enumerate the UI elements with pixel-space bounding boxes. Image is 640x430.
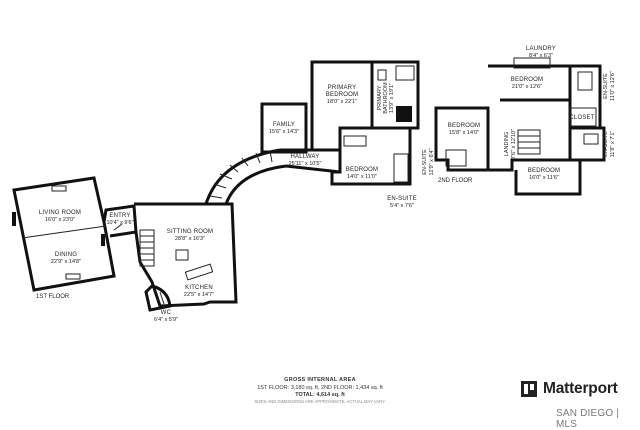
bedroom-c-label: BEDROOM (511, 77, 543, 83)
ensuite-c-dim: 11'0" x 12'6" (610, 71, 616, 101)
ensuite-b-dim: 12'9" x 6'4" (429, 148, 435, 175)
sitting-room-label: SITTING ROOM (167, 229, 213, 235)
ensuite-b-label-group: EN-SUITE 12'9" x 6'4" (422, 148, 435, 175)
bedroom-c-dim: 21'0" x 12'6" (512, 84, 542, 90)
living-dining-divider (21, 225, 107, 239)
kitchen-dim: 22'5" x 14'7" (184, 292, 214, 298)
dining-label: DINING (55, 252, 77, 258)
primary-suite-walls (310, 60, 374, 152)
bedroom-d-label: BEDROOM (528, 168, 560, 174)
bedroom-d-dim: 16'0" x 11'6" (529, 175, 559, 181)
ensuite-b-box (445, 149, 467, 167)
primary-bath-label-2: BATHROOM (383, 82, 389, 114)
laundry-dim: 8'4" x 6'3" (529, 53, 553, 59)
area-disclaimer: SIZES AND DIMENSIONS ARE APPROXIMATE, AC… (254, 399, 386, 404)
gallery-inner-wall (224, 164, 287, 205)
landing-label: LANDING (504, 132, 510, 156)
closet-box (569, 107, 597, 127)
bedroom-a-dim: 14'0" x 11'0" (347, 174, 377, 180)
ensuite-d-label: EN-SUITE (603, 131, 609, 157)
ensuite-d-dim: 11'8" x 7'1" (610, 131, 616, 158)
primary-bath-label-group: PRIMARY BATHROOM 13'9" x 19'1" (377, 82, 395, 114)
vanity-d (583, 133, 599, 145)
ensuite-d-walls (570, 126, 606, 162)
kitchen-island (184, 263, 214, 281)
primary-bedroom-dim: 18'0" x 22'1" (327, 99, 357, 105)
laundry-box (513, 57, 551, 69)
primary-bath-label-1: PRIMARY (377, 85, 383, 110)
family-label: FAMILY (273, 122, 295, 128)
ensuite-c-label-group: EN-SUITE 11'0" x 12'6" (603, 71, 616, 101)
living-room-label: LIVING ROOM (39, 210, 81, 216)
sitting-kitchen-walls (134, 202, 238, 308)
hallway-walls (280, 148, 342, 174)
area-floors: 1ST FLOOR: 3,180 sq. ft, 2ND FLOOR: 1,43… (257, 385, 383, 391)
tub (395, 65, 415, 81)
wc-dim: 6'4" x 5'9" (154, 317, 178, 323)
family-dim: 15'6" x 14'3" (269, 129, 299, 135)
entry-walls (102, 204, 138, 238)
shower-c (577, 71, 593, 91)
stair-b (343, 135, 367, 147)
matterport-name: Matterport (543, 380, 618, 397)
dining-dim: 22'9" x 14'8" (51, 259, 81, 265)
ensuite-c-label: EN-SUITE (603, 73, 609, 99)
entry-dim: 10'4" x 9'6" (106, 220, 133, 226)
shower-block (396, 106, 412, 122)
living-room-dim: 16'0" x 23'0" (45, 217, 75, 223)
mls-mark: SAN DIEGO | MLS (556, 408, 620, 430)
area-heading: GROSS INTERNAL AREA (284, 377, 356, 383)
wc-walls (144, 284, 172, 312)
sitting-room-dim: 28'8" x 16'3" (175, 236, 205, 242)
living-dining-walls (12, 176, 116, 292)
ensuite-a-label: EN-SUITE (387, 196, 417, 202)
first-floor (12, 60, 420, 312)
hallway-dim: 25'11" x 10'5" (289, 161, 322, 167)
landing-dim: 7'6" x 12'10" (511, 129, 517, 159)
laundry-label: LAUNDRY (526, 46, 556, 52)
room-labels: LIVING ROOM 16'0" x 23'0" DINING 22'9" x… (36, 46, 616, 323)
buffet (65, 273, 81, 280)
second-floor (434, 57, 606, 196)
window-right (101, 234, 105, 246)
second-floor-label: 2ND FLOOR (438, 178, 473, 184)
bedroom-b-dim: 15'8" x 14'0" (449, 130, 479, 136)
fireplace (51, 185, 67, 192)
kitchen-label: KITCHEN (185, 285, 213, 291)
vanity (377, 69, 387, 81)
first-floor-label: 1ST FLOOR (36, 294, 70, 300)
primary-bedroom-label-1: PRIMARY (328, 85, 357, 91)
bedroom-a-label: BEDROOM (346, 167, 378, 173)
family-walls (260, 102, 308, 154)
gallery-outer-wall (204, 148, 281, 205)
matterport-brand: Matterport (520, 380, 618, 398)
ensuite-a-dim: 5'4" x 7'6" (390, 203, 414, 209)
matterport-logo-icon (521, 381, 537, 397)
primary-bedroom-label-2: BEDROOM (326, 92, 358, 98)
bedroom-b-label: BEDROOM (448, 123, 480, 129)
ensuite-a-box (393, 153, 409, 183)
bedroom-a-walls (330, 126, 412, 186)
entry-label: ENTRY (109, 213, 130, 219)
hallway-label: HALLWAY (291, 154, 320, 160)
entry-door (113, 223, 123, 231)
window-left (12, 212, 16, 226)
bedroom-d-walls (512, 158, 582, 196)
area-total: TOTAL: 4,614 sq. ft (295, 392, 345, 398)
cooktop (175, 249, 189, 261)
wc-label: WC (161, 310, 172, 316)
closet-label: CLOSET (569, 115, 594, 121)
bedroom-b-walls (434, 106, 490, 172)
landing-label-group: LANDING 7'6" x 12'10" (504, 129, 517, 159)
ensuite-b-label: EN-SUITE (422, 149, 428, 175)
primary-bath-dim: 13'9" x 19'1" (389, 83, 395, 113)
ensuite-d-label-group: EN-SUITE 11'8" x 7'1" (603, 131, 616, 158)
